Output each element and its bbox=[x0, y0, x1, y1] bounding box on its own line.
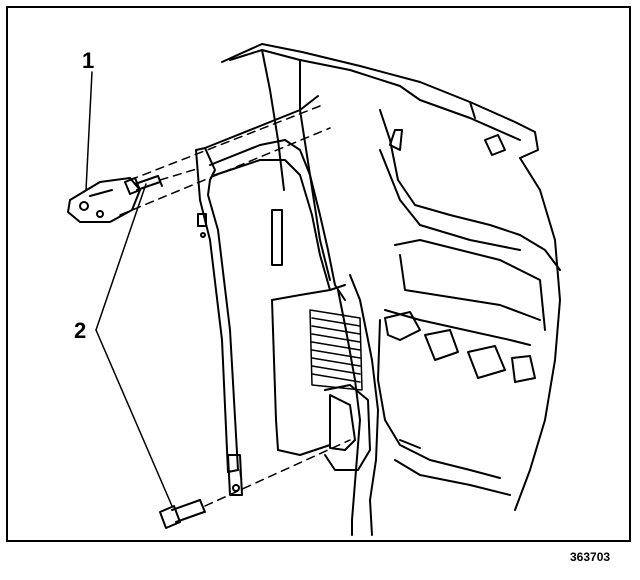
shoulder-belt-guide bbox=[67, 177, 141, 223]
illustration-frame bbox=[6, 6, 631, 542]
door-controls bbox=[384, 311, 536, 383]
callout-leaders bbox=[85, 71, 173, 507]
rear-trim-panel bbox=[221, 43, 561, 536]
vent-grille bbox=[309, 309, 363, 391]
lower-bolt-icon bbox=[159, 499, 206, 529]
seat-belt-guide bbox=[195, 95, 346, 496]
callout-1-label: 1 bbox=[82, 48, 95, 73]
callout-2-label: 2 bbox=[74, 318, 87, 343]
installation-path-lines bbox=[119, 105, 351, 507]
figure-number: 363703 bbox=[570, 550, 611, 564]
